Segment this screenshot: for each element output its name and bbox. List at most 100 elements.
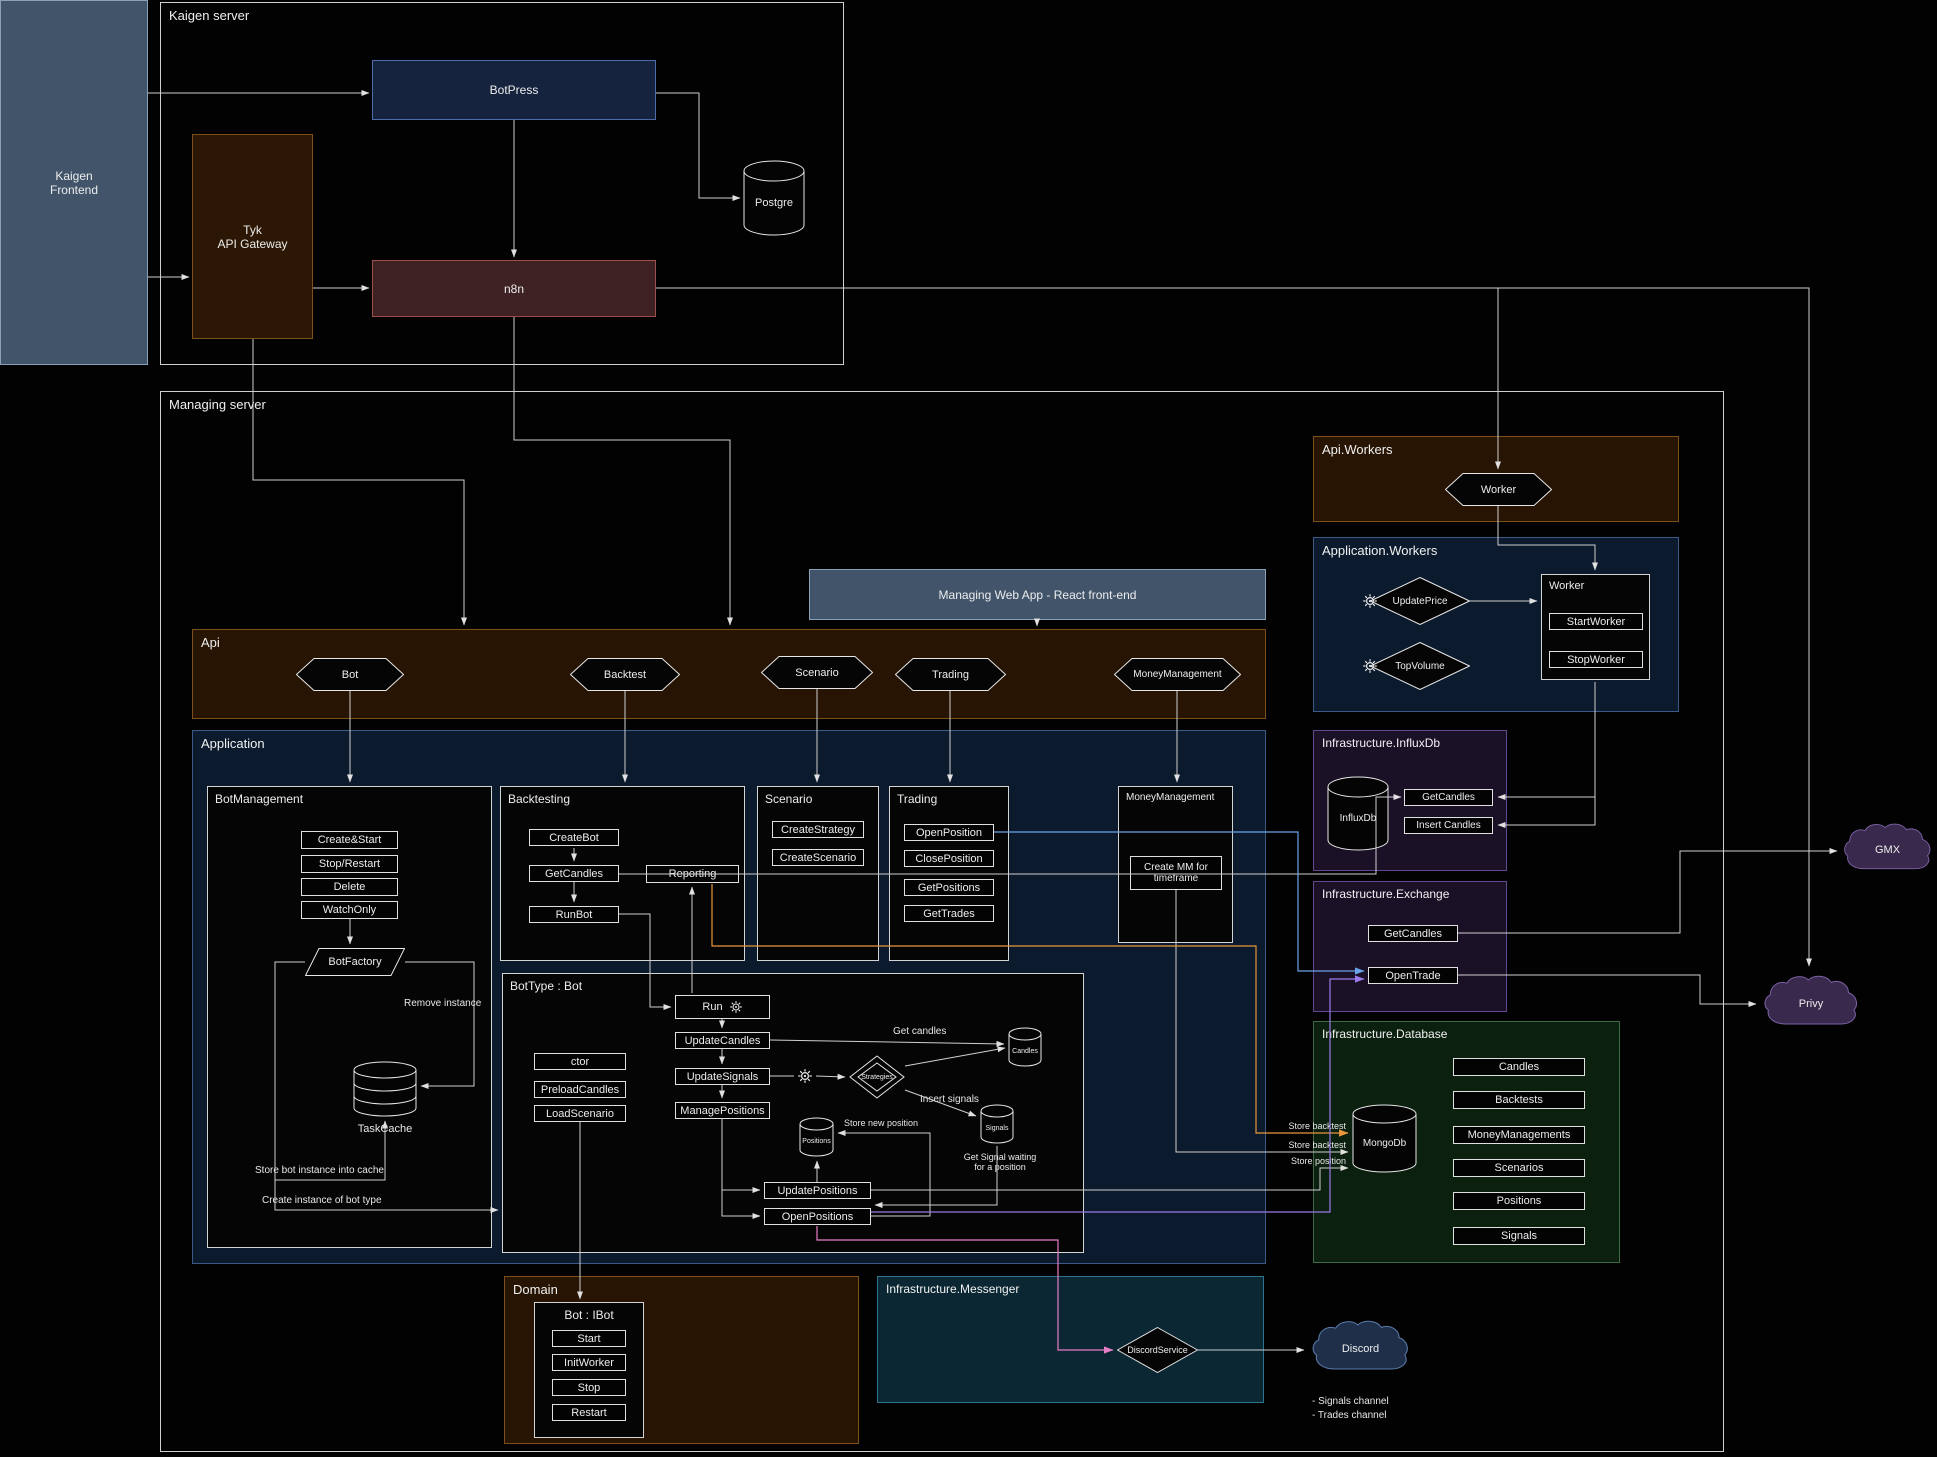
btn-run-label: Run [702,1001,723,1013]
label-get-signal-waiting: Get Signal waiting for a position [963,1152,1037,1172]
gear-icon [797,1068,813,1084]
worker-hexagon-label: Worker [1480,483,1517,496]
api-hex-trading[interactable]: Trading [895,658,1006,691]
btn-collection-scenarios[interactable]: Scenarios [1453,1159,1585,1177]
btn-managepositions[interactable]: ManagePositions [675,1102,770,1119]
signals-cylinder-label: Signals [985,1124,1009,1132]
taskcache-label: TaskCache [357,1123,413,1135]
updateprice-diamond[interactable]: UpdatePrice [1370,577,1470,625]
api-hex-bot-label: Bot [341,668,359,681]
discordservice-diamond[interactable]: DiscordService [1117,1327,1198,1373]
positions-cylinder-label: Positions [802,1137,831,1145]
label-store-bot-instance: Store bot instance into cache [255,1165,384,1176]
btn-restart[interactable]: Restart [552,1404,626,1421]
module-backtesting-label: Backtesting [508,792,571,806]
node-kaigen-frontend[interactable]: Kaigen Frontend [0,0,148,365]
topvolume-diamond[interactable]: TopVolume [1370,642,1470,690]
api-hex-moneymanagement-label: MoneyManagement [1133,669,1222,680]
btn-watchonly[interactable]: WatchOnly [301,901,398,919]
btn-getcandles-influx[interactable]: GetCandles [1404,789,1493,806]
node-n8n[interactable]: n8n [372,260,656,317]
container-messenger-label: Infrastructure.Messenger [886,1282,1020,1296]
module-trading: Trading [889,786,1009,961]
module-trading-label: Trading [897,792,938,806]
btn-updatesignals[interactable]: UpdateSignals [675,1068,770,1085]
btn-collection-signals[interactable]: Signals [1453,1227,1585,1245]
api-hex-moneymanagement[interactable]: MoneyManagement [1114,658,1241,691]
btn-createbot[interactable]: CreateBot [529,829,619,846]
mongodb-label: MongoDb [1362,1138,1407,1149]
btn-stopworker[interactable]: StopWorker [1549,651,1643,668]
btn-collection-positions[interactable]: Positions [1453,1192,1585,1210]
influxdb-cylinder: InfluxDb [1327,776,1389,851]
btn-openposition[interactable]: OpenPosition [904,824,994,841]
btn-preloadcandles[interactable]: PreloadCandles [534,1081,626,1098]
taskcache-stack [353,1061,417,1117]
botfactory-label: BotFactory [328,956,382,968]
btn-getpositions[interactable]: GetPositions [904,879,994,896]
node-tyk-api-gateway[interactable]: Tyk API Gateway [192,134,313,339]
gear-icon [1362,658,1378,674]
btn-create-start[interactable]: Create&Start [301,831,398,849]
strategies-diamond: Strategies [849,1055,905,1099]
node-managing-webapp[interactable]: Managing Web App - React front-end [809,569,1266,620]
btn-getcandles-backtesting[interactable]: GetCandles [529,865,619,882]
btn-run[interactable]: Run [675,995,770,1019]
api-hex-scenario-label: Scenario [795,666,839,679]
btn-getcandles-exchange[interactable]: GetCandles [1368,925,1458,942]
api-hex-bot[interactable]: Bot [296,658,404,691]
node-botpress[interactable]: BotPress [372,60,656,120]
gmx-cloud-label: GMX [1874,844,1901,856]
api-hex-scenario[interactable]: Scenario [761,656,873,689]
module-worker-box-label: Worker [1549,580,1585,592]
btn-updatecandles[interactable]: UpdateCandles [675,1032,770,1049]
btn-insertcandles-influx[interactable]: Insert Candles [1404,817,1493,834]
module-bot-ibot-label: Bot : IBot [564,1308,614,1322]
btn-initworker[interactable]: InitWorker [552,1354,626,1371]
api-hex-backtest[interactable]: Backtest [570,658,680,691]
container-api-workers-label: Api.Workers [1322,442,1393,457]
btn-loadscenario[interactable]: LoadScenario [534,1105,626,1122]
btn-updatepositions[interactable]: UpdatePositions [764,1182,871,1199]
postgre-label: Postgre [755,197,793,209]
btn-createstrategy[interactable]: CreateStrategy [772,821,864,838]
candles-cylinder-label: Candles [1012,1047,1038,1055]
btn-collection-moneymanagements[interactable]: MoneyManagements [1453,1126,1585,1144]
btn-create-mm[interactable]: Create MM for timeframe [1130,856,1222,890]
btn-start[interactable]: Start [552,1330,626,1347]
btn-opentrade-exchange[interactable]: OpenTrade [1368,967,1458,984]
module-moneymanagement-label: MoneyManagement [1126,792,1215,803]
btn-stop[interactable]: Stop [552,1379,626,1396]
btn-runbot[interactable]: RunBot [529,906,619,923]
container-exchange-label: Infrastructure.Exchange [1322,887,1450,901]
btn-ctor[interactable]: ctor [534,1053,626,1070]
btn-gettrades[interactable]: GetTrades [904,905,994,922]
btn-startworker[interactable]: StartWorker [1549,613,1643,630]
strategies-label: Strategies [861,1073,893,1081]
btn-openpositions[interactable]: OpenPositions [764,1208,871,1225]
label-discord-signals-channel: - Signals channel [1312,1396,1389,1407]
api-hex-trading-label: Trading [932,668,969,681]
btn-createscenario[interactable]: CreateScenario [772,849,864,866]
discord-cloud-label: Discord [1341,1343,1380,1355]
worker-hexagon[interactable]: Worker [1445,473,1552,506]
botfactory-parallelogram[interactable]: BotFactory [305,948,405,976]
btn-collection-backtests[interactable]: Backtests [1453,1091,1585,1109]
container-domain-label: Domain [513,1282,558,1297]
btn-stop-restart[interactable]: Stop/Restart [301,855,398,873]
mongodb-cylinder: MongoDb [1352,1104,1417,1173]
postgre-cylinder: Postgre [743,160,805,236]
gear-icon [1362,593,1378,609]
btn-reporting[interactable]: Reporting [646,865,739,883]
topvolume-label: TopVolume [1395,660,1445,672]
btn-delete[interactable]: Delete [301,878,398,896]
module-bottype-label: BotType : Bot [510,979,583,993]
label-store-new-position: Store new position [844,1118,919,1128]
btn-collection-candles[interactable]: Candles [1453,1058,1585,1076]
container-application-label: Application [201,736,265,751]
container-infrastructure-exchange: Infrastructure.Exchange [1313,881,1507,1012]
label-store-backtest-1: Store backtest [1288,1121,1346,1131]
btn-closeposition[interactable]: ClosePosition [904,850,994,867]
container-kaigen-server-label: Kaigen server [169,8,250,23]
module-botmanagement-label: BotManagement [215,792,304,806]
